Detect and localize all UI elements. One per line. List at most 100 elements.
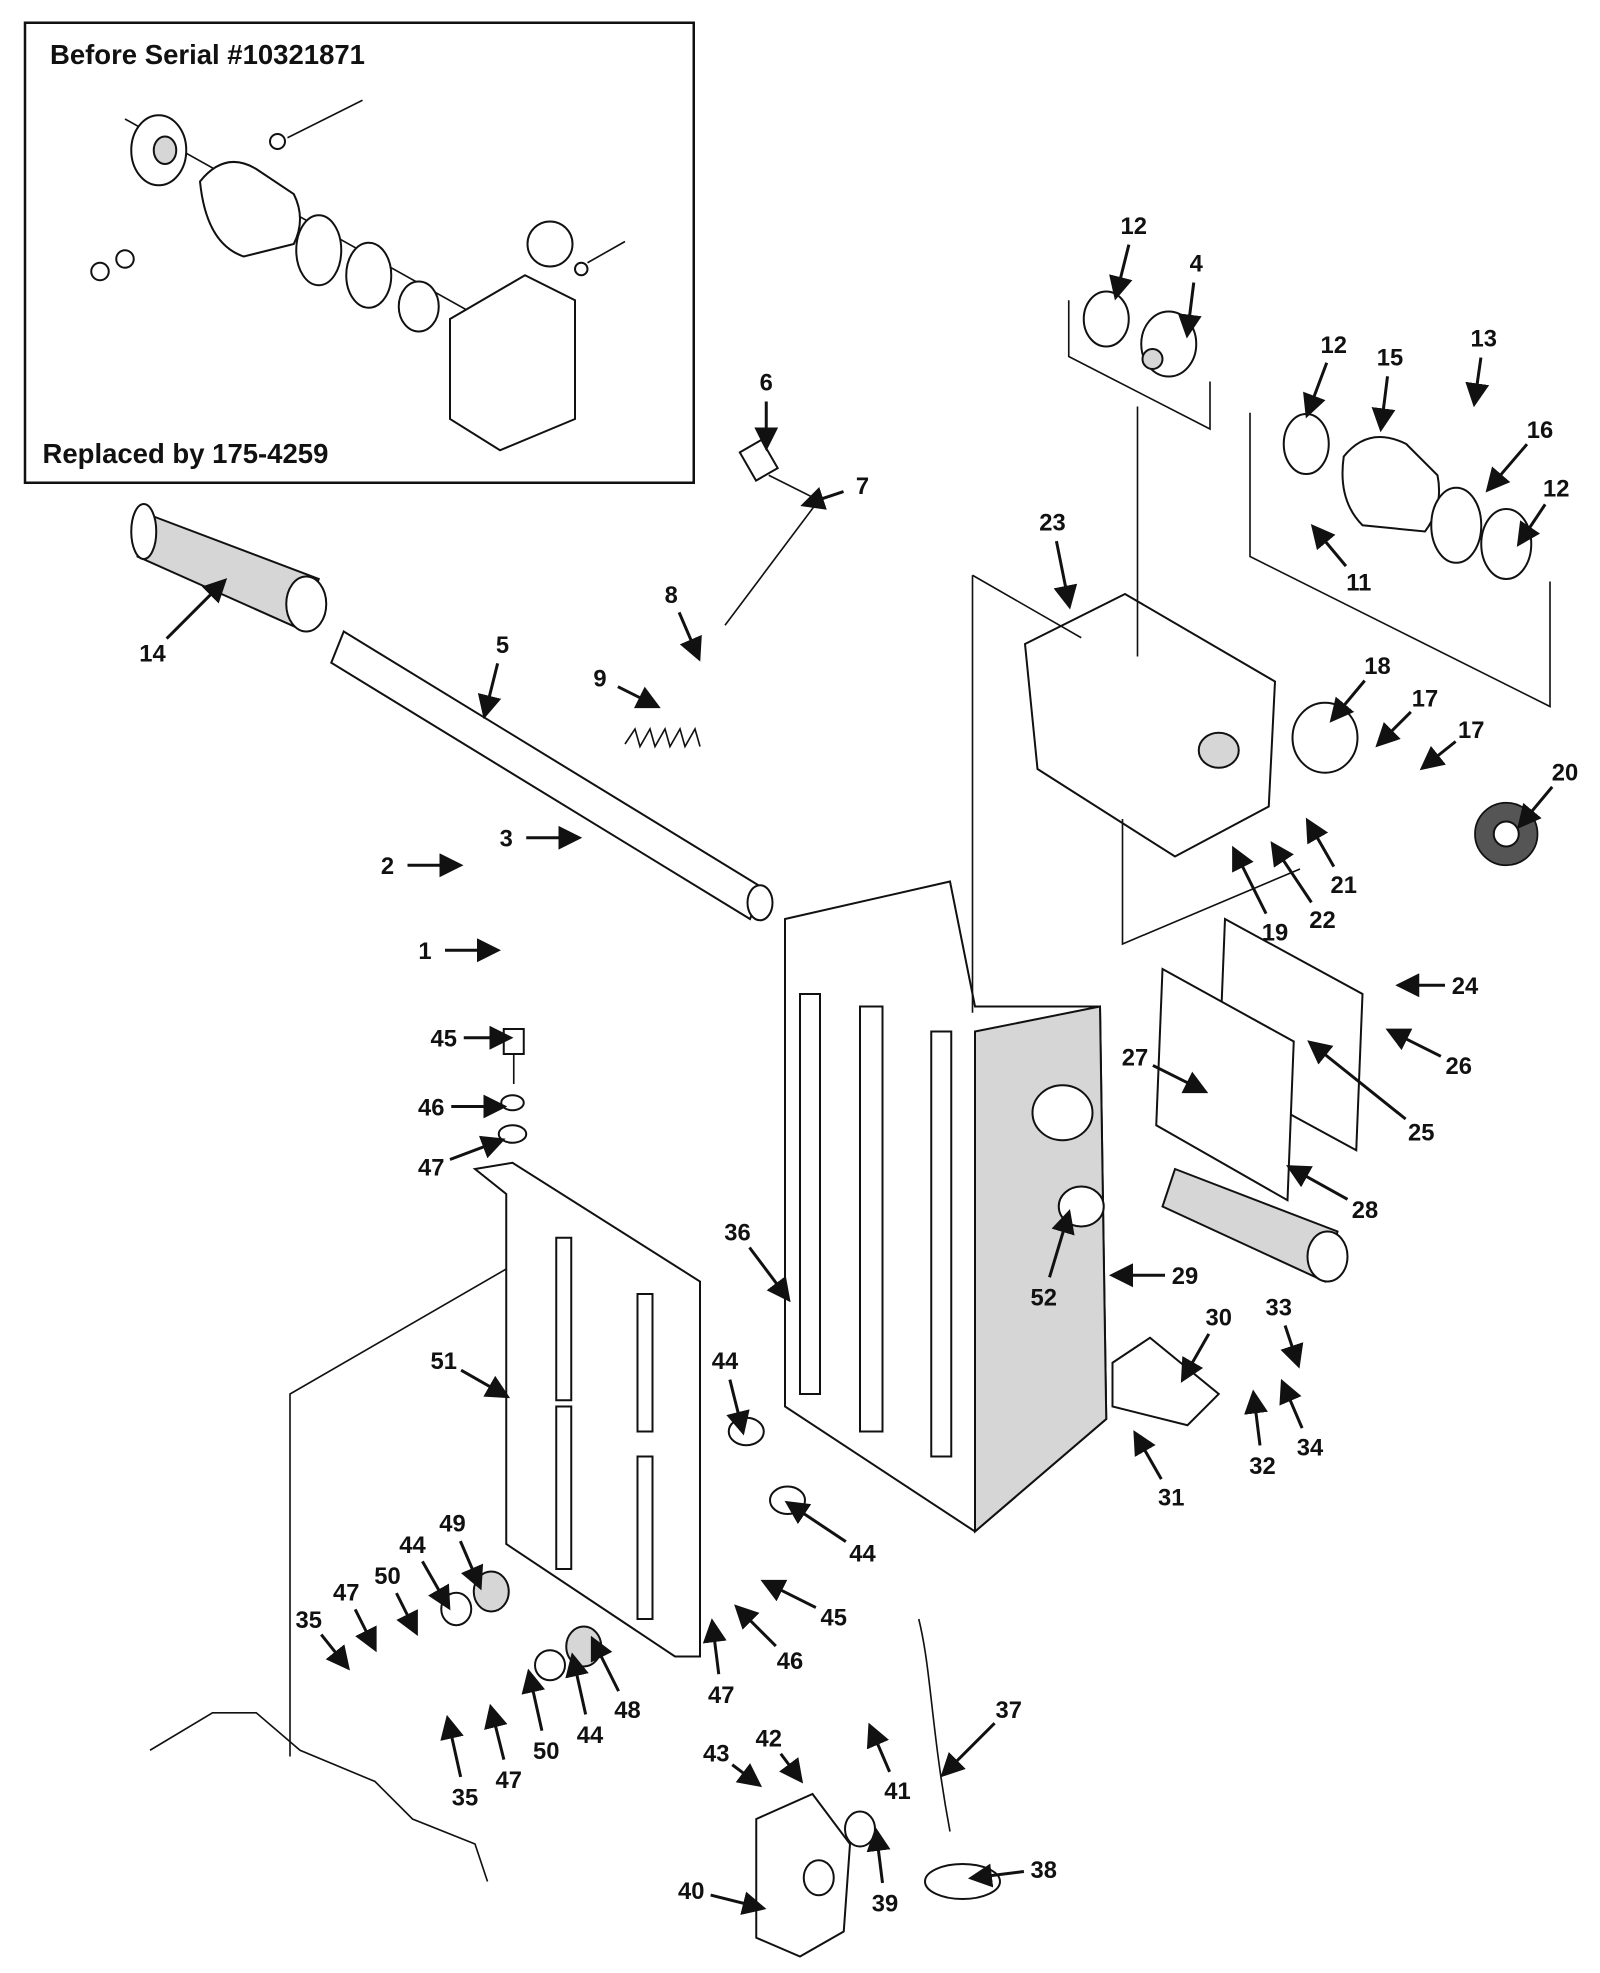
callout-number: 12	[1121, 213, 1147, 240]
callout-44: 44	[784, 1500, 876, 1568]
leader-arrow	[1419, 740, 1457, 771]
callout-number: 22	[1309, 907, 1335, 934]
callout-45: 45	[431, 1026, 514, 1053]
callout-41: 41	[866, 1722, 911, 1805]
leader-arrow	[320, 1633, 350, 1671]
callout-number: 52	[1031, 1284, 1057, 1311]
leader-arrow	[440, 1714, 464, 1778]
leader-arrow	[1109, 244, 1133, 301]
callout-number: 24	[1452, 973, 1479, 1000]
callout-number: 49	[439, 1511, 465, 1538]
leader-arrow	[1516, 503, 1547, 547]
callout-number: 51	[431, 1348, 457, 1375]
callout-number: 50	[533, 1738, 559, 1765]
leader-arrow	[1517, 785, 1554, 829]
callout-number: 27	[1122, 1044, 1148, 1071]
leader-arrow	[760, 1579, 817, 1609]
callout-42: 42	[756, 1726, 804, 1784]
callout-46: 46	[418, 1094, 508, 1121]
callout-number: 17	[1458, 717, 1484, 744]
leader-arrow	[784, 1500, 847, 1543]
callout-44: 44	[399, 1532, 451, 1611]
callout-48: 48	[590, 1635, 641, 1724]
callout-18: 18	[1329, 653, 1391, 723]
callout-number: 42	[756, 1726, 782, 1753]
callout-number: 21	[1331, 872, 1357, 899]
callout-number: 31	[1158, 1484, 1184, 1511]
leader-arrow	[1152, 1064, 1209, 1094]
callout-8: 8	[665, 582, 702, 662]
callout-5: 5	[477, 632, 509, 720]
callout-34: 34	[1279, 1378, 1324, 1461]
leader-arrow	[1133, 1430, 1163, 1480]
callout-number: 44	[577, 1722, 604, 1749]
callout-19: 19	[1232, 845, 1288, 946]
callout-35: 35	[296, 1607, 350, 1671]
callout-number: 20	[1552, 759, 1578, 786]
callout-11: 11	[1310, 524, 1371, 596]
leader-arrow	[165, 578, 228, 640]
main-assembly-drawing	[130, 290, 1551, 1958]
leader-arrow	[353, 1608, 377, 1653]
leader-arrow	[748, 1246, 791, 1303]
callout-number: 43	[703, 1741, 729, 1768]
leader-arrow	[1279, 1378, 1304, 1429]
callout-number: 33	[1266, 1294, 1292, 1321]
leader-arrow	[1270, 841, 1313, 904]
callout-25: 25	[1307, 1040, 1434, 1146]
leader-arrow	[1375, 710, 1412, 748]
callout-37: 37	[940, 1697, 1022, 1778]
leader-arrow	[1048, 1209, 1075, 1278]
inset-note: Replaced by 175-4259	[43, 438, 329, 469]
callout-47: 47	[418, 1135, 506, 1181]
callout-23: 23	[1039, 509, 1078, 610]
leader-arrow	[449, 1135, 506, 1161]
leader-arrow	[1485, 443, 1529, 493]
callout-44: 44	[565, 1652, 604, 1749]
callout-31: 31	[1133, 1430, 1184, 1511]
callout-47: 47	[702, 1618, 734, 1709]
callout-number: 16	[1527, 417, 1553, 444]
leader-arrow	[726, 1379, 750, 1436]
callout-number: 41	[884, 1778, 910, 1805]
callout-number: 29	[1172, 1263, 1198, 1290]
callout-number: 3	[500, 826, 513, 853]
callout-number: 13	[1471, 326, 1497, 353]
callout-number: 2	[381, 853, 394, 880]
callout-number: 50	[374, 1563, 400, 1590]
callout-number: 4	[1190, 251, 1204, 278]
callout-number: 45	[431, 1026, 457, 1053]
callout-number: 47	[708, 1682, 734, 1709]
callout-15: 15	[1371, 344, 1403, 433]
callout-number: 28	[1352, 1197, 1378, 1224]
callout-number: 47	[418, 1154, 444, 1181]
callout-number: 47	[333, 1579, 359, 1606]
callout-number: 35	[296, 1607, 322, 1634]
callout-20: 20	[1517, 759, 1578, 829]
callout-number: 7	[856, 473, 869, 500]
leader-arrow	[395, 1592, 418, 1637]
leader-arrow	[1371, 376, 1396, 433]
leader-arrow	[477, 663, 502, 720]
callout-47: 47	[484, 1703, 522, 1794]
callout-number: 11	[1346, 569, 1371, 596]
callout-50: 50	[521, 1668, 559, 1765]
callout-43: 43	[703, 1741, 763, 1788]
callout-12: 12	[1303, 332, 1347, 419]
callout-2: 2	[381, 853, 464, 880]
callout-12: 12	[1109, 213, 1147, 301]
callout-39: 39	[866, 1826, 898, 1918]
callout-13: 13	[1465, 326, 1497, 408]
leader-arrow	[1329, 679, 1366, 723]
callout-number: 6	[760, 369, 773, 396]
leader-arrow	[1053, 540, 1078, 610]
leader-arrow	[779, 1752, 804, 1784]
callout-17: 17	[1419, 717, 1484, 771]
callout-number: 5	[496, 632, 509, 659]
leader-arrow	[484, 1703, 508, 1760]
leader-arrow	[1307, 1040, 1407, 1121]
callout-number: 23	[1039, 509, 1065, 536]
callout-49: 49	[439, 1511, 484, 1591]
